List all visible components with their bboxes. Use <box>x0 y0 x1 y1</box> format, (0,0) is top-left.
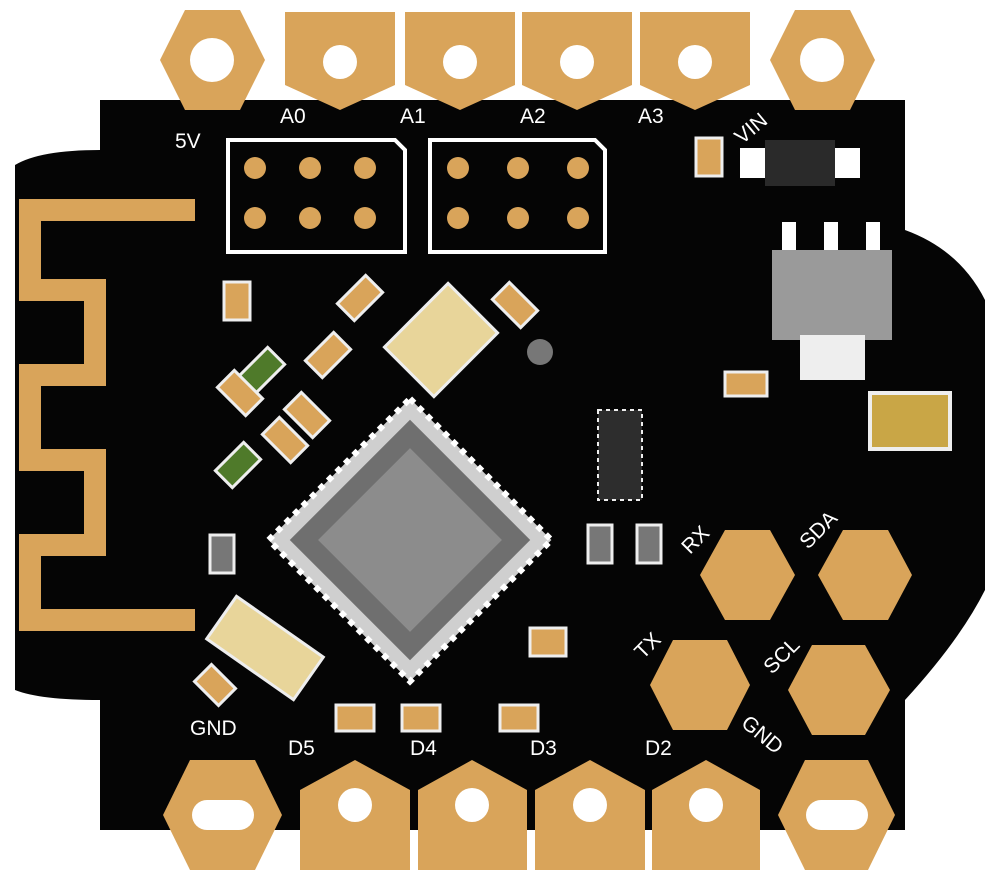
top-holes <box>190 38 844 82</box>
label-d4: D4 <box>410 737 437 760</box>
label-d5: D5 <box>288 737 315 760</box>
right-pads <box>650 530 912 735</box>
top-pads <box>160 10 875 110</box>
antenna-trace <box>19 199 195 631</box>
passive-components <box>192 136 952 733</box>
pad-scl <box>788 645 890 735</box>
diode <box>740 140 860 186</box>
label-gnd-left: GND <box>190 717 237 740</box>
label-d3: D3 <box>530 737 557 760</box>
label-a0: A0 <box>280 105 306 128</box>
pad-tx <box>650 640 750 730</box>
header-a2 <box>428 138 607 254</box>
label-d2: D2 <box>645 737 672 760</box>
pad-rx <box>700 530 795 620</box>
microcontroller-chip <box>264 394 556 686</box>
label-a3: A3 <box>638 105 664 128</box>
header-a0 <box>226 138 407 254</box>
voltage-regulator <box>772 222 892 380</box>
label-5v: 5V <box>175 130 201 153</box>
label-a2: A2 <box>520 105 546 128</box>
bottom-holes <box>192 788 868 830</box>
label-a1: A1 <box>400 105 426 128</box>
pad-sda <box>818 530 912 620</box>
